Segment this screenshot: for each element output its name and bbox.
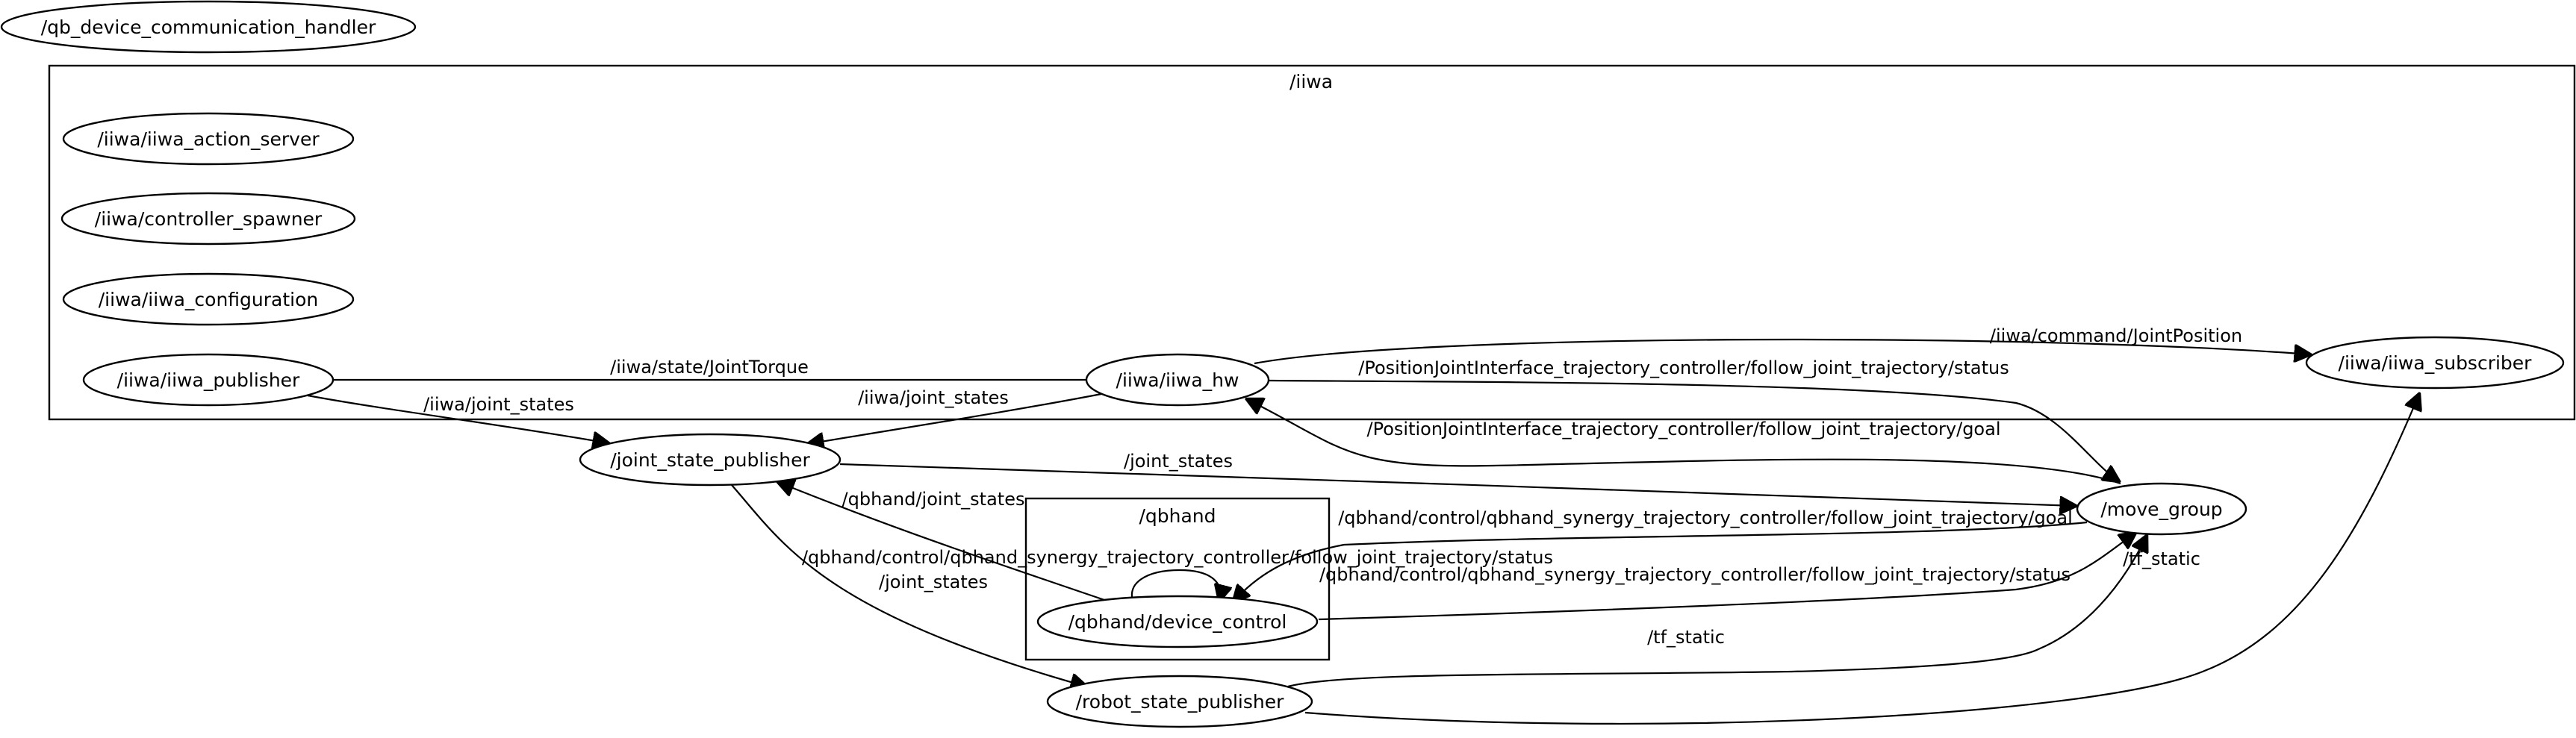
edge-label-jsp-to-move-group: /joint_states [1124,451,1233,472]
edge-label-device-control-to-move-group: /qbhand/control/qbhand_synergy_trajector… [1319,564,2071,585]
node-joint-state-publisher[interactable]: /joint_state_publisher [579,433,841,487]
edge-hw-to-subscriber: /iiwa/command/JointPosition [1254,325,2310,365]
edge-label-jsp-to-rsp: /joint_states [879,572,988,592]
node-iiwa-subscriber[interactable]: /iiwa/iiwa_subscriber [2305,336,2565,390]
edge-label-move-group-to-device-control: /qbhand/control/qbhand_synergy_trajector… [1338,507,2073,528]
edge-label-device-control-self: /qbhand/control/qbhand_synergy_trajector… [802,547,1553,568]
edge-device-control-to-move-group: /qbhand/control/qbhand_synergy_trajector… [1318,533,2135,621]
node-qbhand-device-control[interactable]: /qbhand/device_control [1036,595,1319,648]
node-label: /iiwa/iiwa_publisher [117,369,300,391]
node-label: /move_group [2100,498,2222,520]
node-robot-state-publisher[interactable]: /robot_state_publisher [1046,675,1313,728]
node-controller-spawner[interactable]: /iiwa/controller_spawner [60,192,356,246]
node-label: /robot_state_publisher [1076,691,1284,713]
edge-publisher-to-jsp: /iiwa/joint_states [307,394,609,443]
node-label: /iiwa/iiwa_action_server [97,128,320,150]
node-iiwa-configuration[interactable]: /iiwa/iiwa_configuration [62,272,355,326]
node-iiwa-action-server[interactable]: /iiwa/iiwa_action_server [62,112,355,166]
edge-move-group-to-hw: /PositionJointInterface_trajectory_contr… [1247,399,2121,485]
edge-label-hw-to-subscriber: /iiwa/command/JointPosition [1990,325,2242,346]
edge-rsp-to-move-group: /tf_static [1287,536,2147,688]
edge-label-publisher-to-jsp: /iiwa/joint_states [423,394,574,415]
edge-publisher-to-hw: /iiwa/state/JointTorque [332,357,1114,380]
node-qb-device-communication-handler[interactable]: /qb_device_communication_handler [0,0,417,54]
edge-hw-to-jsp: /iiwa/joint_states [808,387,1102,444]
edge-rsp-to-subscriber: /tf_static [1304,394,2419,725]
node-label: /iiwa/controller_spawner [95,208,323,230]
node-move-group[interactable]: /move_group [2076,482,2247,536]
node-label: /iiwa/iiwa_configuration [99,289,319,310]
edge-jsp-to-rsp: /joint_states [731,484,1086,687]
edge-label-hw-to-move-group: /PositionJointInterface_trajectory_contr… [1358,357,2009,378]
node-label: /qb_device_communication_handler [41,16,376,38]
edge-move-group-to-device-control: /qbhand/control/qbhand_synergy_trajector… [1233,507,2088,601]
node-label: /iiwa/iiwa_subscriber [2339,352,2533,374]
edge-label-rsp-to-subscriber: /tf_static [2123,548,2200,569]
node-label: /iiwa/iiwa_hw [1116,369,1239,391]
edge-label-rsp-to-move-group: /tf_static [1647,627,1725,648]
edge-label-hw-to-jsp: /iiwa/joint_states [858,387,1009,408]
cluster-iiwa-label: /iiwa [1289,71,1333,93]
node-iiwa-publisher[interactable]: /iiwa/iiwa_publisher [82,353,335,407]
edge-device-control-self: /qbhand/control/qbhand_synergy_trajector… [802,547,1553,602]
cluster-iiwa: /iiwa [48,64,2576,421]
edge-label-publisher-to-hw: /iiwa/state/JointTorque [610,357,809,378]
node-label: /qbhand/device_control [1068,611,1287,633]
edge-jsp-to-move-group: /joint_states [839,451,2076,506]
edge-label-device-control-to-jsp: /qbhand/joint_states [842,489,1025,510]
cluster-qbhand-label: /qbhand [1139,505,1216,527]
edge-label-move-group-to-hw: /PositionJointInterface_trajectory_contr… [1367,419,2001,440]
edge-hw-to-move-group: /PositionJointInterface_trajectory_contr… [1269,357,2119,481]
node-iiwa-hw[interactable]: /iiwa/iiwa_hw [1085,353,1270,407]
cluster-qbhand: /qbhand [1024,497,1331,661]
node-label: /joint_state_publisher [610,449,810,471]
edge-device-control-to-jsp: /qbhand/joint_states [778,482,1110,603]
